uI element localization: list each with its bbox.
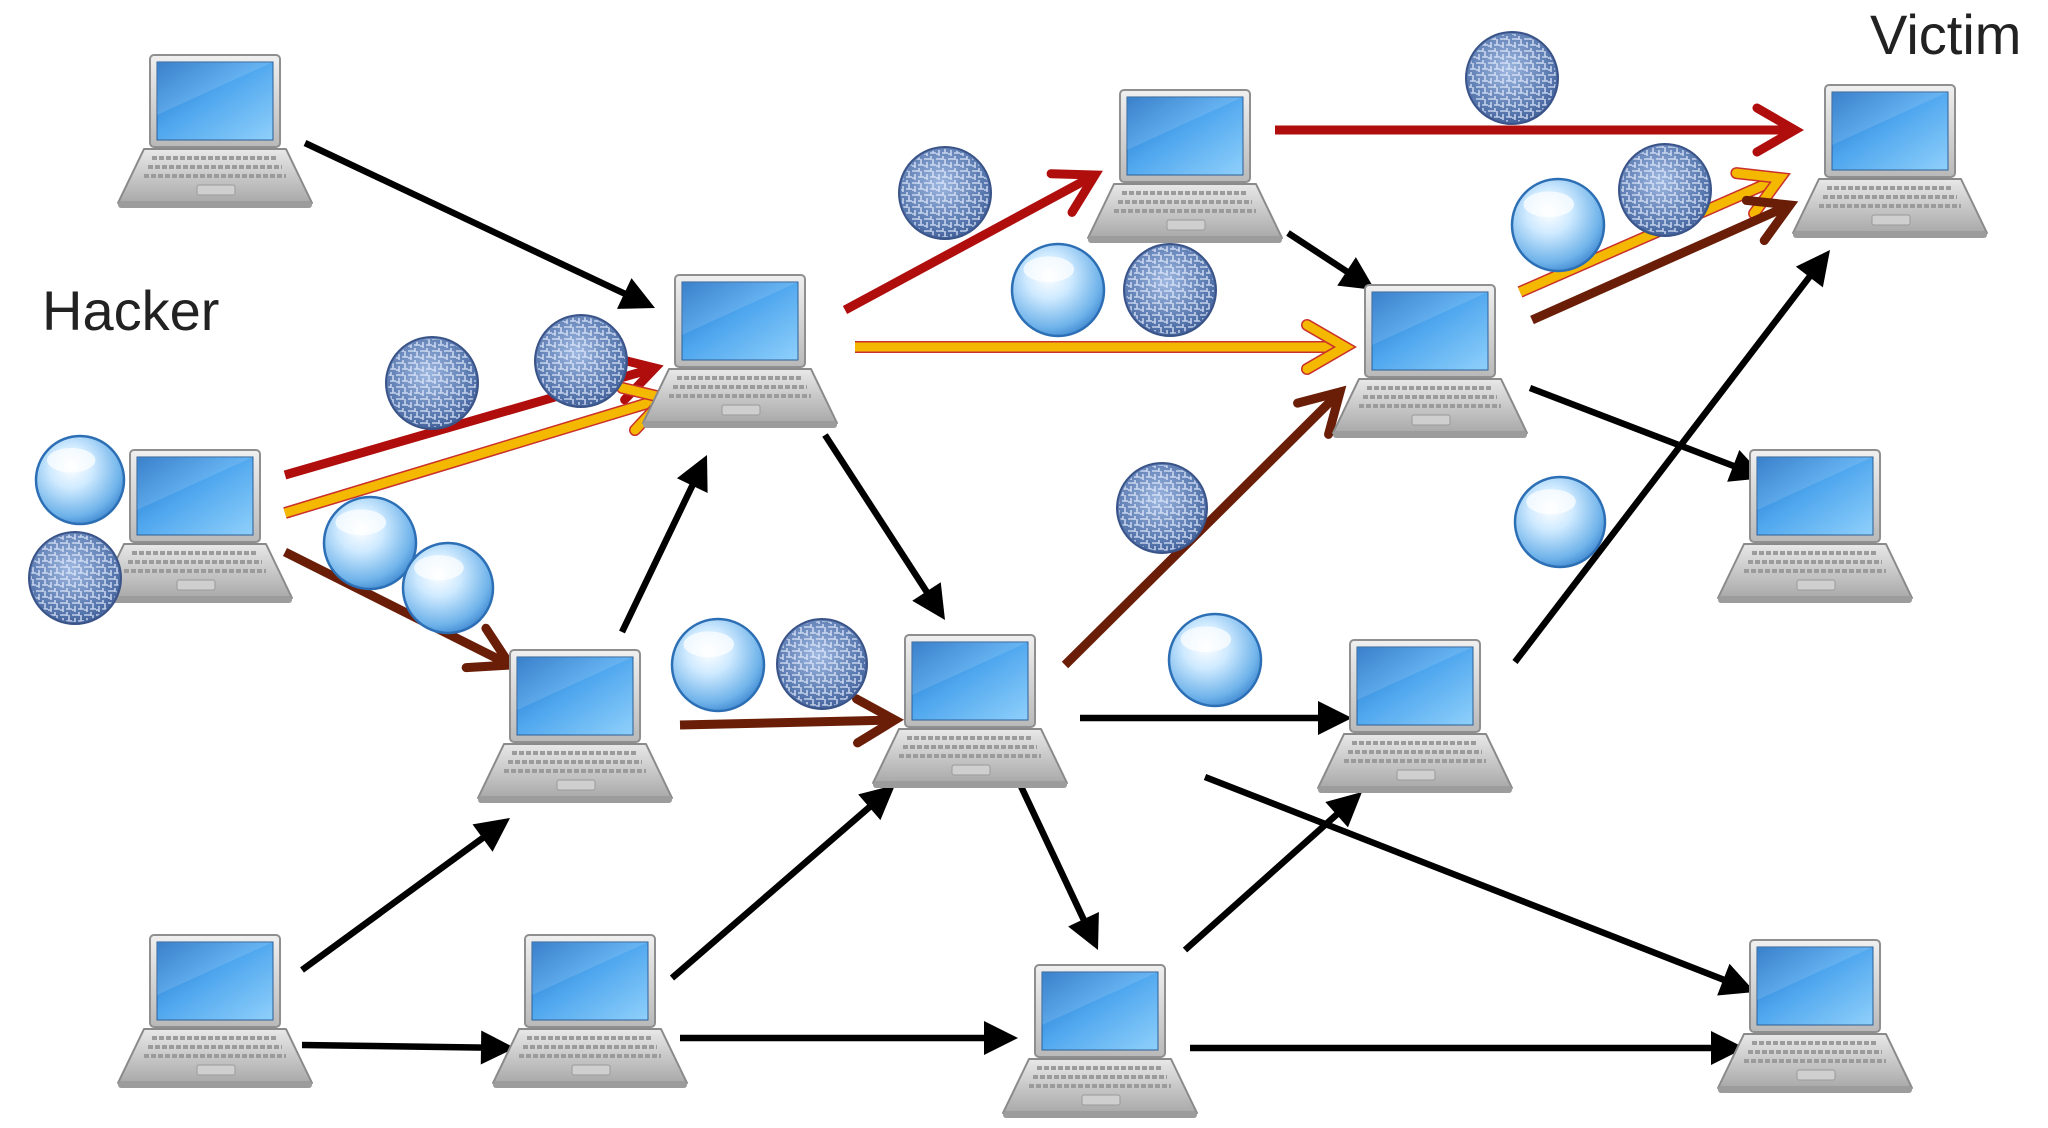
edge-normal-14	[1286, 230, 1375, 290]
clear-packet-icon-p15	[1167, 612, 1263, 708]
laptop-icon-n5	[477, 649, 673, 803]
edge-normal-23	[1512, 250, 1830, 664]
edge-normal-0	[303, 140, 655, 309]
edge-normal-18	[1203, 773, 1755, 996]
edges-layer	[282, 103, 1830, 1065]
hacker-label: Hacker	[42, 279, 220, 342]
clear-packet-icon-p1	[34, 434, 126, 526]
laptop-icon-n8	[872, 634, 1068, 788]
laptop-icon-n6	[492, 934, 688, 1088]
edge-red-19	[1275, 103, 1804, 157]
scrambled-packet-icon-p12	[1465, 31, 1559, 125]
edge-brown-21	[1530, 195, 1799, 325]
clear-packet-icon-p10	[1010, 242, 1106, 338]
edge-brown-6	[679, 694, 904, 748]
scrambled-packet-icon-p4	[28, 531, 122, 625]
laptop-icon-hacker	[97, 449, 293, 603]
edge-normal-7	[300, 818, 510, 973]
clear-packet-icon-p3	[322, 495, 418, 591]
laptop-icon-n3	[117, 934, 313, 1088]
laptop-icon-n1	[117, 54, 313, 208]
scrambled-packet-icon-p16	[1116, 462, 1208, 554]
edge-normal-8	[301, 1030, 515, 1065]
edge-normal-22	[1528, 384, 1765, 482]
scrambled-packet-icon-p2	[385, 336, 479, 430]
laptop-icon-n4	[642, 274, 838, 428]
nodes-layer	[97, 54, 1988, 1118]
edge-normal-16	[1080, 701, 1352, 735]
laptop-icon-n7	[1087, 89, 1283, 243]
edge-normal-11	[1007, 761, 1099, 950]
packets-layer	[28, 31, 1712, 713]
scrambled-packet-icon-p9	[898, 146, 992, 240]
laptop-icon-n11	[1002, 964, 1198, 1118]
scrambled-packet-icon-p11	[1123, 243, 1217, 337]
scrambled-packet-icon-p8	[776, 618, 868, 710]
laptop-icon-n9	[1317, 639, 1513, 793]
scrambled-packet-icon-p6	[534, 314, 628, 408]
scrambled-packet-icon-p14	[1618, 143, 1712, 237]
laptop-icon-victim	[1792, 84, 1988, 238]
edge-normal-4	[619, 455, 708, 634]
laptop-icon-n15	[1717, 939, 1913, 1093]
clear-packet-icon-p7	[670, 617, 766, 713]
edge-normal-24	[1190, 1031, 1745, 1065]
edge-normal-10	[680, 1021, 1018, 1055]
edge-normal-17	[1182, 792, 1362, 953]
edge-yellow-13	[855, 319, 1357, 375]
edge-normal-5	[822, 433, 945, 620]
edge-normal-9	[669, 785, 895, 981]
clear-packet-icon-p13	[1510, 177, 1606, 273]
edge-red-12	[842, 169, 1103, 314]
clear-packet-icon-p5	[401, 541, 495, 635]
laptop-icon-n10	[1332, 284, 1528, 438]
victim-label: Victim	[1870, 3, 2022, 66]
clear-packet-icon-p17	[1513, 475, 1607, 569]
edge-yellow-2	[283, 381, 677, 519]
laptop-icon-n14	[1717, 449, 1913, 603]
